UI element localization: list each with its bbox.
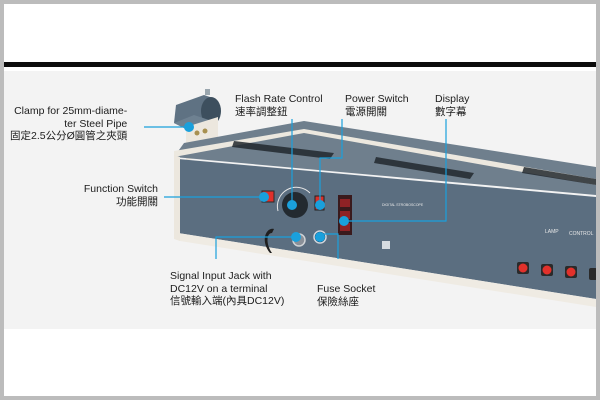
callout-display: Display 數字幕 [435,93,470,118]
callout-clamp: Clamp for 25mm-diame- ter Steel Pipe 固定2… [10,105,128,142]
device-illustration: LAMP CONTROL DIGITAL STROBOSCOPE [144,89,596,307]
callout-flash-rate: Flash Rate Control 速率調整鈕 [235,93,323,118]
vent-left [232,141,334,159]
lamp-buttons [517,262,596,280]
front-panel-trim-left [174,155,180,241]
lamp-text: LAMP [545,229,559,235]
image-frame: LAMP CONTROL DIGITAL STROBOSCOPE [4,4,596,396]
callout-fuse-socket: Fuse Socket 保險絲座 [317,283,376,308]
callout-lines [144,119,447,259]
callout-dots [184,122,349,242]
brand-logo [382,241,390,249]
vent-right [374,157,596,185]
front-panel-trim-bottom [178,233,596,307]
control-text: CONTROL [569,231,594,237]
callout-signal-input: Signal Input Jack with DC12V on a termin… [170,270,285,307]
cable [264,228,274,253]
top-cover [174,121,596,195]
diagram-panel: LAMP CONTROL DIGITAL STROBOSCOPE [4,71,596,329]
callout-power-switch: Power Switch 電源開關 [345,93,409,118]
top-rule [4,62,596,67]
model-text: DIGITAL STROBOSCOPE [382,203,424,207]
callout-function-switch: Function Switch 功能開關 [83,183,158,208]
